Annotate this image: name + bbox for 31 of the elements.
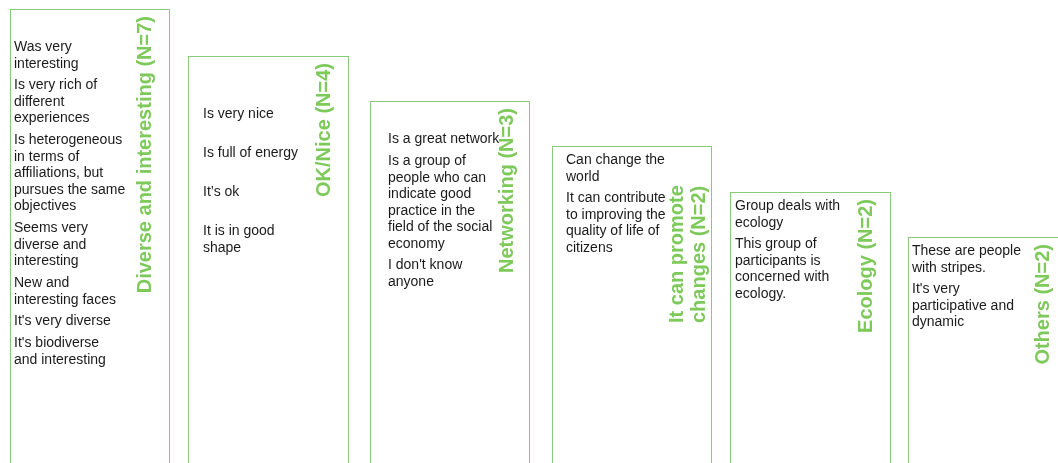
- quote-text: Is a great network: [388, 130, 500, 146]
- quote-text: This group of participants is concerned with ecology.: [735, 235, 831, 301]
- quote-text: Is a group of people who can indicate good practice in the field of the social economy: [388, 152, 494, 251]
- category-column: [188, 56, 349, 463]
- category-column: [10, 9, 170, 463]
- category-heading: Others (N=2): [1031, 244, 1053, 365]
- quote-text: It is in good shape: [203, 222, 276, 255]
- quote-text: It’s ok: [203, 183, 241, 200]
- quote-text: Was very interesting: [14, 38, 80, 71]
- category-heading: Diverse and interesting (N=7): [133, 16, 155, 294]
- quote-text: It's very diverse: [14, 312, 112, 329]
- quote-text: Seems very diverse and interesting: [14, 219, 89, 269]
- quote-text: It's biodiverse and interesting: [14, 334, 107, 367]
- quote-text: Is very nice: [203, 105, 275, 122]
- category-column: [552, 146, 712, 463]
- category-column: [370, 101, 530, 463]
- category-heading: Ecology (N=2): [854, 199, 876, 333]
- category-heading: It can promote changes (N=2): [665, 184, 709, 323]
- quote-text: New and interesting faces: [14, 274, 117, 307]
- quote-text: Is very rich of different experiences: [14, 76, 99, 126]
- quote-text: I don't know anyone: [388, 256, 464, 289]
- quote-text: Group deals with ecology: [735, 197, 842, 230]
- category-column: [908, 237, 1058, 463]
- quote-text: Is full of energy: [203, 144, 299, 161]
- quote-text: It can contribute to improving the quality of life of citizens: [566, 189, 667, 255]
- quote-text: These are people with stripes.: [912, 242, 1022, 275]
- category-column: [730, 192, 891, 463]
- quote-text: Is heterogeneous in terms of affiliations, but pursues the same objectives: [14, 131, 126, 214]
- quote-text: It's very participative and dynamic: [912, 280, 1015, 330]
- quote-text: Can change the world: [566, 151, 666, 184]
- category-heading: OK/Nice (N=4): [312, 63, 334, 197]
